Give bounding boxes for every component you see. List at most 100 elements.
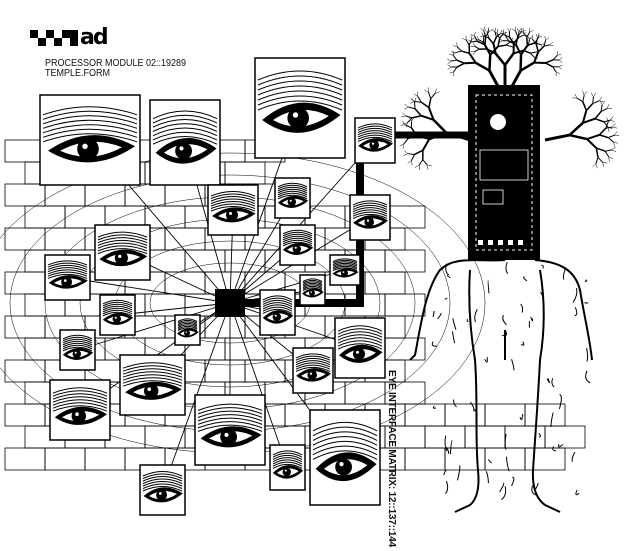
- eye-icon: [354, 117, 396, 164]
- grid-cell: [84, 447, 126, 471]
- vein: [474, 309, 478, 323]
- vein: [456, 465, 461, 481]
- grid-cell: [344, 381, 386, 405]
- chip-pin: [488, 240, 493, 245]
- grid-cell: [384, 205, 426, 229]
- eye-icon: [309, 409, 381, 506]
- connection-line: [229, 140, 376, 304]
- eye-icon: [274, 177, 311, 219]
- vein: [501, 329, 507, 337]
- vein: [499, 482, 505, 493]
- vein: [558, 444, 564, 448]
- vein: [511, 359, 515, 371]
- eye-icon: [329, 254, 361, 286]
- vein: [445, 480, 449, 494]
- grid-cell: [224, 161, 266, 185]
- grid-cell: [484, 447, 526, 471]
- eye-icon: [99, 294, 136, 336]
- vein: [546, 377, 551, 384]
- eye-icon: [269, 444, 306, 491]
- vein: [530, 316, 534, 322]
- chip-circuit: [479, 149, 529, 181]
- vein: [485, 470, 489, 484]
- grid-cell: [44, 227, 86, 251]
- vein: [469, 401, 475, 412]
- grid-cell: [44, 447, 86, 471]
- grid-cell: [184, 249, 226, 273]
- vein: [572, 288, 578, 303]
- form-label: TEMPLE.FORM: [45, 68, 111, 79]
- body-outline: [409, 259, 593, 513]
- grid-cell: [524, 447, 566, 471]
- module-label: PROCESSOR MODULE 02::19289: [45, 58, 187, 69]
- grid-cell: [24, 337, 66, 361]
- vein: [511, 476, 515, 487]
- vein: [551, 378, 555, 388]
- vein: [575, 489, 580, 496]
- vein: [487, 279, 490, 294]
- grid-cell: [4, 227, 46, 251]
- eye-icon: [119, 354, 186, 416]
- vein: [550, 412, 554, 428]
- vein: [437, 312, 442, 320]
- chip-pin: [498, 240, 503, 245]
- vein: [451, 331, 456, 344]
- processor-chip-icon: [468, 85, 540, 260]
- eye-icon: [349, 194, 391, 241]
- grid-cell: [144, 293, 186, 317]
- vein: [571, 451, 576, 462]
- grid-cell: [4, 139, 46, 163]
- vein: [502, 314, 507, 326]
- grid-cell: [464, 425, 506, 449]
- grid-cell: [544, 425, 586, 449]
- matrix-label: EYE INTERFACE MATRIX: 12::137::144: [386, 370, 397, 547]
- vein: [586, 348, 589, 362]
- vein: [501, 486, 507, 501]
- grid-cell: [4, 359, 46, 383]
- vein: [452, 399, 457, 408]
- grid-cell: [144, 205, 186, 229]
- connection-line: [67, 277, 231, 304]
- grid-cell: [384, 337, 426, 361]
- vein: [504, 433, 507, 450]
- eye-icon: [292, 347, 334, 394]
- eye-icon: [207, 184, 259, 236]
- vein: [443, 469, 447, 476]
- eye-icon: [334, 317, 386, 379]
- chip-pin: [518, 240, 523, 245]
- eye-icon: [194, 394, 266, 466]
- chip-border: [475, 94, 533, 251]
- vein: [574, 307, 578, 317]
- vein: [562, 267, 567, 280]
- grid-cell: [4, 403, 46, 427]
- connection-line: [117, 302, 231, 316]
- vein: [505, 456, 510, 472]
- grid-cell: [364, 271, 406, 295]
- grid-cell: [144, 249, 186, 273]
- vein: [541, 264, 544, 269]
- vein: [452, 318, 457, 330]
- vein: [584, 279, 588, 283]
- vein: [488, 459, 493, 464]
- grid-cell: [384, 293, 426, 317]
- grid-cell: [204, 359, 246, 383]
- grid-cell: [4, 447, 46, 471]
- vein: [540, 291, 544, 299]
- eye-icon: [59, 329, 96, 371]
- vein: [444, 435, 448, 452]
- grid-cell: [84, 183, 126, 207]
- vein: [445, 446, 450, 454]
- eye-icon: [149, 99, 221, 186]
- chip-pin: [478, 240, 483, 245]
- vein: [432, 405, 437, 409]
- grid-cell: [484, 403, 526, 427]
- vein: [538, 433, 541, 438]
- vein: [432, 310, 435, 318]
- vein: [520, 303, 524, 313]
- grid-cell: [44, 183, 86, 207]
- vein: [444, 297, 448, 300]
- connection-line: [229, 269, 346, 304]
- logo: ad: [30, 27, 109, 49]
- vein: [523, 276, 528, 282]
